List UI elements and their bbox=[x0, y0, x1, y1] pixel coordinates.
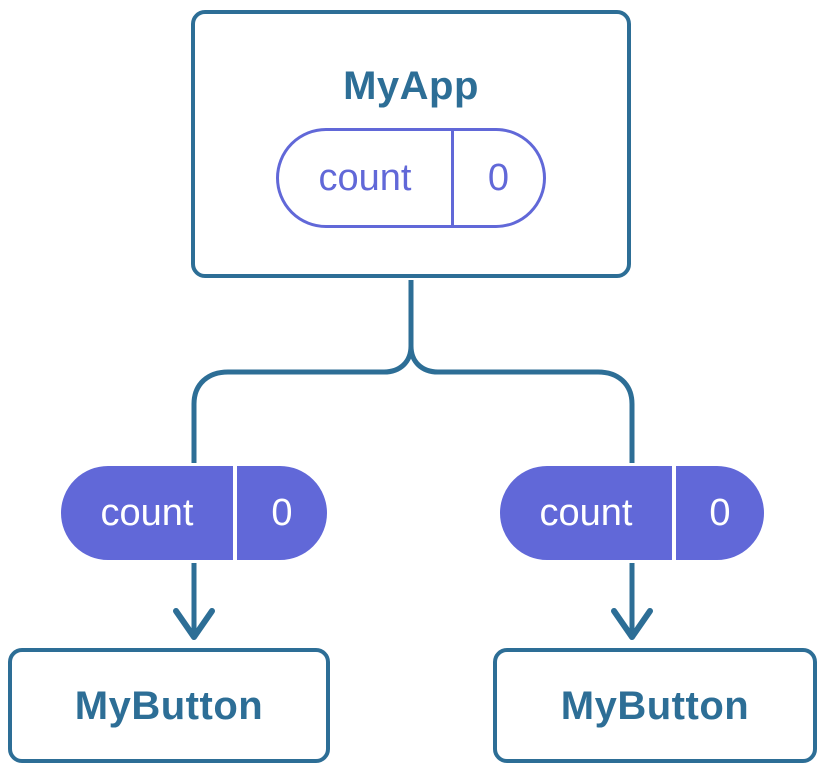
state-pill-label: count bbox=[318, 157, 412, 199]
child-right-component-title: MyButton bbox=[560, 683, 750, 728]
state-pill: count 0 bbox=[276, 128, 546, 228]
root-component-title: MyApp bbox=[343, 64, 479, 108]
left-arrow-down-icon bbox=[173, 608, 215, 640]
prop-pill-right-label: count bbox=[539, 492, 633, 534]
component-card-child-left: MyButton bbox=[8, 648, 330, 763]
component-card-child-right: MyButton bbox=[493, 648, 817, 763]
child-left-component-title: MyButton bbox=[74, 683, 264, 728]
state-pill-value: 0 bbox=[451, 131, 543, 225]
prop-pill-left-label: count bbox=[100, 492, 194, 534]
right-arrow-down-icon bbox=[611, 608, 653, 640]
prop-pill-left-value: 0 bbox=[233, 466, 327, 560]
prop-pill-right-value: 0 bbox=[672, 466, 764, 560]
prop-pill-left: count 0 bbox=[58, 463, 330, 563]
right-branch-line bbox=[408, 345, 635, 634]
left-branch-line bbox=[191, 345, 414, 634]
prop-pill-right: count 0 bbox=[497, 463, 767, 563]
